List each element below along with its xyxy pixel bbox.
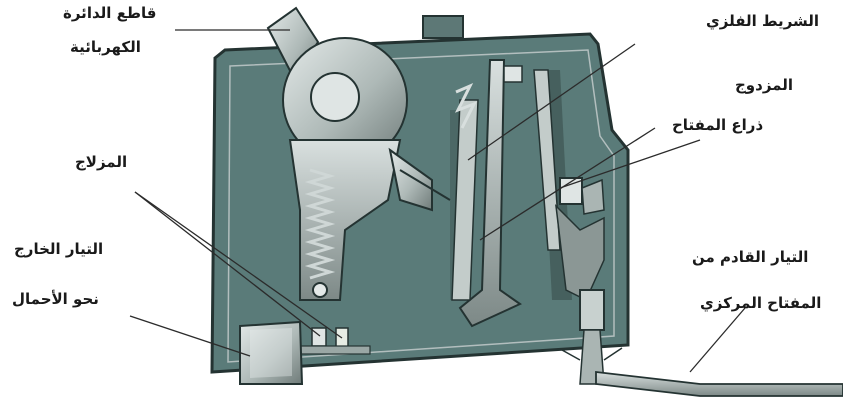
label-input-current-line1: التيار القادم من — [692, 250, 808, 265]
label-circuit-breaker-line1: قاطع الدائرة — [63, 6, 156, 21]
label-switch-arm: ذراع المفتاح — [672, 118, 763, 133]
label-circuit-breaker-line2: الكهربائية — [70, 40, 141, 55]
leader-input-current — [690, 308, 745, 372]
label-bimetal-strip-line1: الشريط الفلزي — [706, 14, 819, 29]
label-input-current-line2: المفتاح المركزي — [700, 296, 821, 311]
label-output-current-line1: التيار الخارج — [14, 242, 103, 257]
label-bimetal-strip-line2: المزدوج — [735, 78, 793, 93]
housing-top-tab — [423, 16, 463, 38]
label-output-current-line2: نحو الأحمال — [12, 292, 99, 307]
label-latch: المزلاج — [75, 155, 127, 170]
output-terminal — [240, 322, 302, 384]
pivot-hub — [311, 73, 359, 121]
input-wire — [596, 372, 843, 396]
spring-anchor — [313, 283, 327, 297]
